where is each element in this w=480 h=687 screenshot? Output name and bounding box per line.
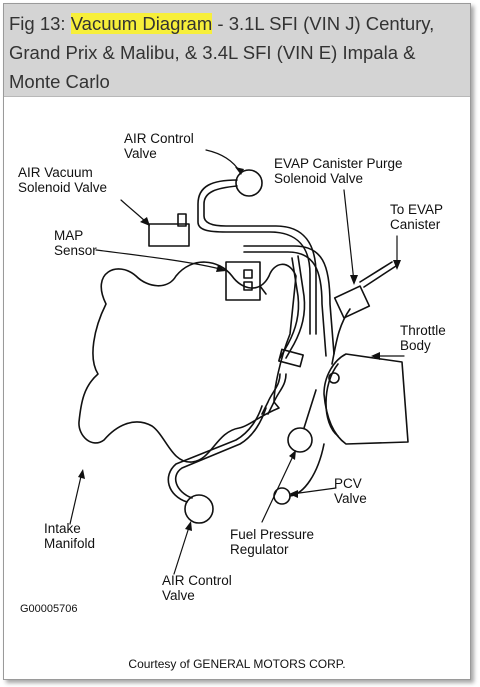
hose-a [203, 185, 317, 335]
label-evap-purge-1: EVAP Canister Purge [274, 156, 403, 171]
throttle-body-face [325, 363, 339, 437]
label-air-vacuum-1: AIR Vacuum [18, 165, 93, 180]
hose-h [261, 373, 281, 415]
air-vacuum-connector [177, 213, 187, 227]
vacuum-diagram: AIR Control Valve EVAP Canister Purge So… [18, 131, 446, 671]
label-pcv-valve-2: Valve [334, 491, 367, 506]
label-fpr-1: Fuel Pressure [230, 527, 314, 542]
intake-manifold-outline [78, 261, 297, 463]
label-fpr-2: Regulator [230, 542, 289, 557]
label-map-sensor-1: MAP [54, 228, 83, 243]
fuel-pressure-regulator-shape [287, 427, 313, 453]
label-pcv-valve-1: PCV [334, 476, 362, 491]
label-intake-manifold-1: Intake [44, 521, 81, 536]
fpr-hose [303, 389, 317, 429]
figure-frame: Fig 13: Vacuum Diagram - 3.1L SFI (VIN J… [3, 3, 471, 680]
arrowheads [78, 167, 401, 531]
label-evap-purge-2: Solenoid Valve [274, 171, 363, 186]
label-air-control-valve-top-1: AIR Control [124, 131, 194, 146]
air-bottom-hose-2 [167, 405, 263, 503]
caption-rest: - 3.1L SFI (VIN J) Century, Grand Prix &… [9, 13, 435, 92]
map-sensor-wire [259, 285, 267, 295]
figure-id: G00005706 [20, 603, 78, 615]
label-to-evap-1: To EVAP [390, 202, 443, 217]
label-air-control-valve-top-2: Valve [124, 146, 157, 161]
leader-lines [69, 149, 405, 575]
air-control-valve-bottom-shape [184, 494, 214, 524]
hose-e [285, 255, 306, 359]
map-sensor-port-1 [243, 269, 253, 279]
label-air-control-valve-bottom-1: AIR Control [162, 573, 232, 588]
evap-purge-solenoid-shape [333, 285, 371, 319]
label-air-control-valve-bottom-2: Valve [162, 588, 195, 603]
air-vacuum-solenoid-shape [148, 223, 190, 247]
figure-caption: Fig 13: Vacuum Diagram - 3.1L SFI (VIN J… [4, 4, 470, 97]
caption-highlight: Vacuum Diagram [70, 13, 213, 34]
courtesy-line: Courtesy of GENERAL MOTORS CORP. [128, 657, 345, 671]
hose-c [243, 245, 335, 355]
caption-text: Fig 13: Vacuum Diagram - 3.1L SFI (VIN J… [9, 9, 464, 96]
label-throttle-body-1: Throttle [400, 323, 446, 338]
air-control-valve-top-shape [235, 169, 263, 197]
caption-prefix: Fig 13: [9, 13, 71, 34]
label-to-evap-2: Canister [390, 217, 441, 232]
throttle-body-shape [323, 353, 409, 445]
hose-f [279, 257, 300, 359]
hose-tee [328, 372, 340, 384]
map-sensor-shape [225, 261, 261, 301]
hose-d [243, 251, 327, 357]
label-intake-manifold-2: Manifold [44, 536, 95, 551]
evap-purge-hose [331, 308, 351, 365]
label-map-sensor-2: Sensor [54, 243, 97, 258]
hose-g [267, 373, 287, 415]
air-bottom-hose [174, 407, 267, 499]
label-throttle-body-2: Body [400, 338, 431, 353]
label-air-vacuum-2: Solenoid Valve [18, 180, 107, 195]
hose-fitting [278, 348, 304, 368]
evap-canister-line [359, 261, 397, 288]
hose-b [197, 179, 311, 335]
map-sensor-port-2 [243, 281, 253, 291]
